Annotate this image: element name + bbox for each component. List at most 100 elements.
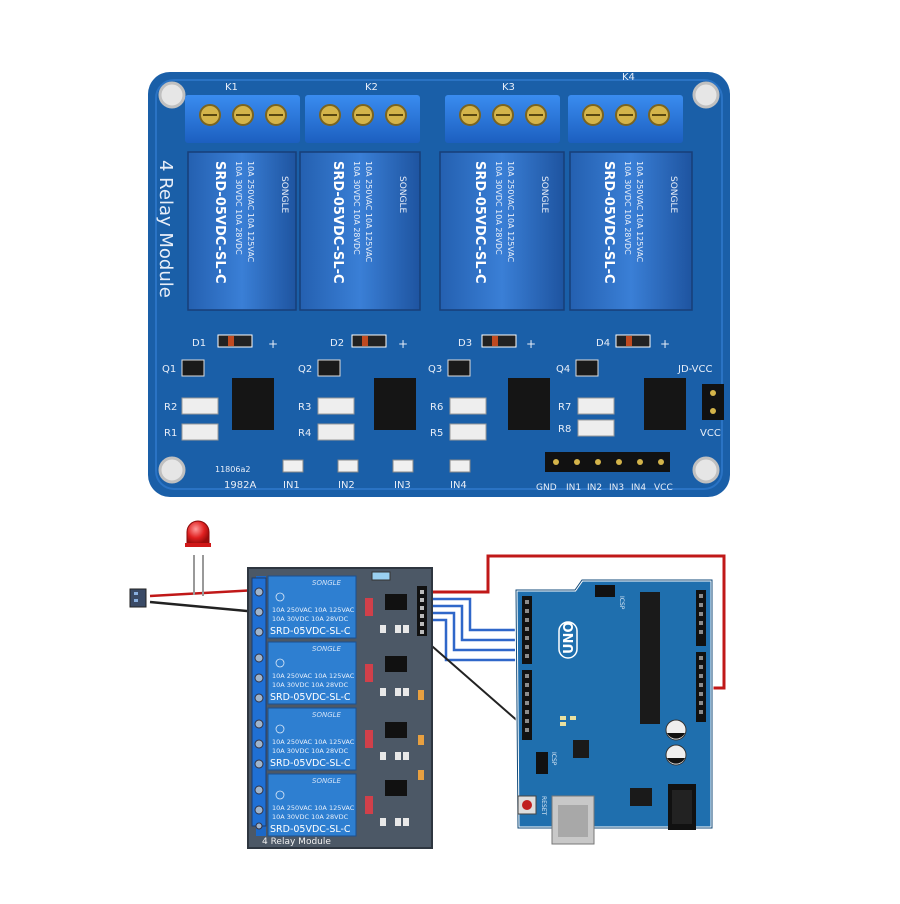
relay-body [569,151,693,311]
gnd-wire-black [424,639,529,731]
in2-wire-blue [425,604,528,642]
relay-body [299,151,421,311]
resistors: R2 R1 R3 R4 R6 R5 R7 R8 [164,397,615,441]
ce-mark-icon [275,724,285,734]
red-led [185,520,211,547]
resistor-label: R5 [430,428,443,439]
resistor [317,397,355,415]
transistor-label: Q2 [298,364,312,375]
power-header [696,590,706,646]
module-relay-body [267,641,357,705]
power-source-block [129,588,147,608]
module-terminals [251,577,267,830]
in3-wire-blue [425,611,528,652]
relay-rating-2: 10A 30VDC 10A 28VDC [494,161,503,255]
relay-rating-1: 10A 250VAC 10A 125VAC [506,161,515,263]
icsp-label: ICSP [550,752,557,766]
module-relay-model: SRD-05VDC-SL-C [270,824,351,835]
transistor [317,359,341,377]
module-resistors [365,598,373,814]
module-optocouplers [385,594,407,796]
relay-unit-3: K3 SONGLE 10A 250VAC 10A 125VAC 10A 30VD… [439,82,565,311]
smd-led [392,459,414,473]
module-status-leds [418,690,424,780]
resistor [449,423,487,441]
relay-unit-1: K1 SONGLE 10A 250VAC 10A 125VAC 10A 30VD… [185,82,300,311]
icsp-header-bottom [536,752,548,774]
module-jumper [371,571,391,581]
relay-board-photo: 4 Relay Module K1 SONGLE 10A 250VAC 10A … [148,72,730,497]
terminal-label: K3 [502,82,515,93]
led-icon [186,520,210,545]
reset-button-cap[interactable] [522,800,532,810]
voltage-regulator [630,788,652,806]
module-relay-rating: 10A 30VDC 10A 28VDC [272,813,349,821]
icsp-label: ICSP [618,596,625,610]
jd-vcc-jumper: JD-VCC VCC [677,364,724,439]
relay-brand: SONGLE [279,176,289,214]
smd-led [449,459,471,473]
pin-header [545,452,670,472]
relay-unit-2: K2 SONGLE 10A 250VAC 10A 125VAC 10A 30VD… [299,82,421,311]
transistor-label: Q1 [162,364,176,375]
resistor-label: R8 [558,424,571,435]
onboard-led [570,716,576,720]
diode-label: D3 [458,338,472,349]
transistor [575,359,599,377]
relay-rating-2: 10A 30VDC 10A 28VDC [352,161,361,255]
relay-rating-2: 10A 30VDC 10A 28VDC [234,161,243,255]
smd-led [337,459,359,473]
wires [149,554,726,731]
resistor-label: R3 [298,402,311,413]
module-relay-rating: 10A 250VAC 10A 125VAC [272,804,355,812]
relay-model: SRD-05VDC-SL-C [330,161,345,284]
transistor [447,359,471,377]
smd-led [282,459,304,473]
module-relay-1: SONGLE 10A 250VAC 10A 125VAC 10A 30VDC 1… [267,575,357,639]
led-label: IN4 [450,480,467,491]
module-relay-rating: 10A 30VDC 10A 28VDC [272,681,349,689]
terminal-label: K2 [365,82,378,93]
module-relay-rating: 10A 30VDC 10A 28VDC [272,615,349,623]
optocoupler [374,378,416,430]
header-label: IN1 [566,483,581,493]
module-relay-model: SRD-05VDC-SL-C [270,692,351,703]
load-wire-black [149,600,259,614]
module-relay-rating: 10A 30VDC 10A 28VDC [272,747,349,755]
led-label: IN3 [394,480,411,491]
terminal-label: K4 [622,72,635,83]
jumper-label-bottom: VCC [700,428,721,439]
usb-chip [573,740,589,758]
header-label: IN4 [631,483,646,493]
module-relay-model: SRD-05VDC-SL-C [270,758,351,769]
module-title: 4 Relay Module [262,837,331,847]
date-code: 1982A [224,480,256,491]
optocoupler [232,378,274,430]
relay-rating-1: 10A 250VAC 10A 125VAC [246,161,255,263]
onboard-led [560,722,566,726]
resistor [577,397,615,415]
diode-label: D2 [330,338,344,349]
diode [481,334,517,348]
uno-logo: UNO [558,621,578,659]
transistor-label: Q4 [556,364,570,375]
module-relay-brand: SONGLE [312,711,342,719]
module-relay-rating: 10A 250VAC 10A 125VAC [272,672,355,680]
module-relay-body [267,773,357,837]
module-relay-rating: 10A 250VAC 10A 125VAC [272,606,355,614]
resistor [181,423,219,441]
header-label: IN2 [587,483,602,493]
mounting-holes [158,81,720,484]
optocoupler [508,378,550,430]
resistor-label: R1 [164,428,177,439]
relay-model: SRD-05VDC-SL-C [212,161,227,284]
diode-label: D4 [596,338,610,349]
transistor [181,359,205,377]
onboard-led [560,716,566,720]
module-relay-2: SONGLE 10A 250VAC 10A 125VAC 10A 30VDC 1… [267,641,357,705]
module-pin-header [417,586,427,636]
module-smd-parts [380,625,409,826]
relay-body [439,151,565,311]
resistor-label: R2 [164,402,177,413]
